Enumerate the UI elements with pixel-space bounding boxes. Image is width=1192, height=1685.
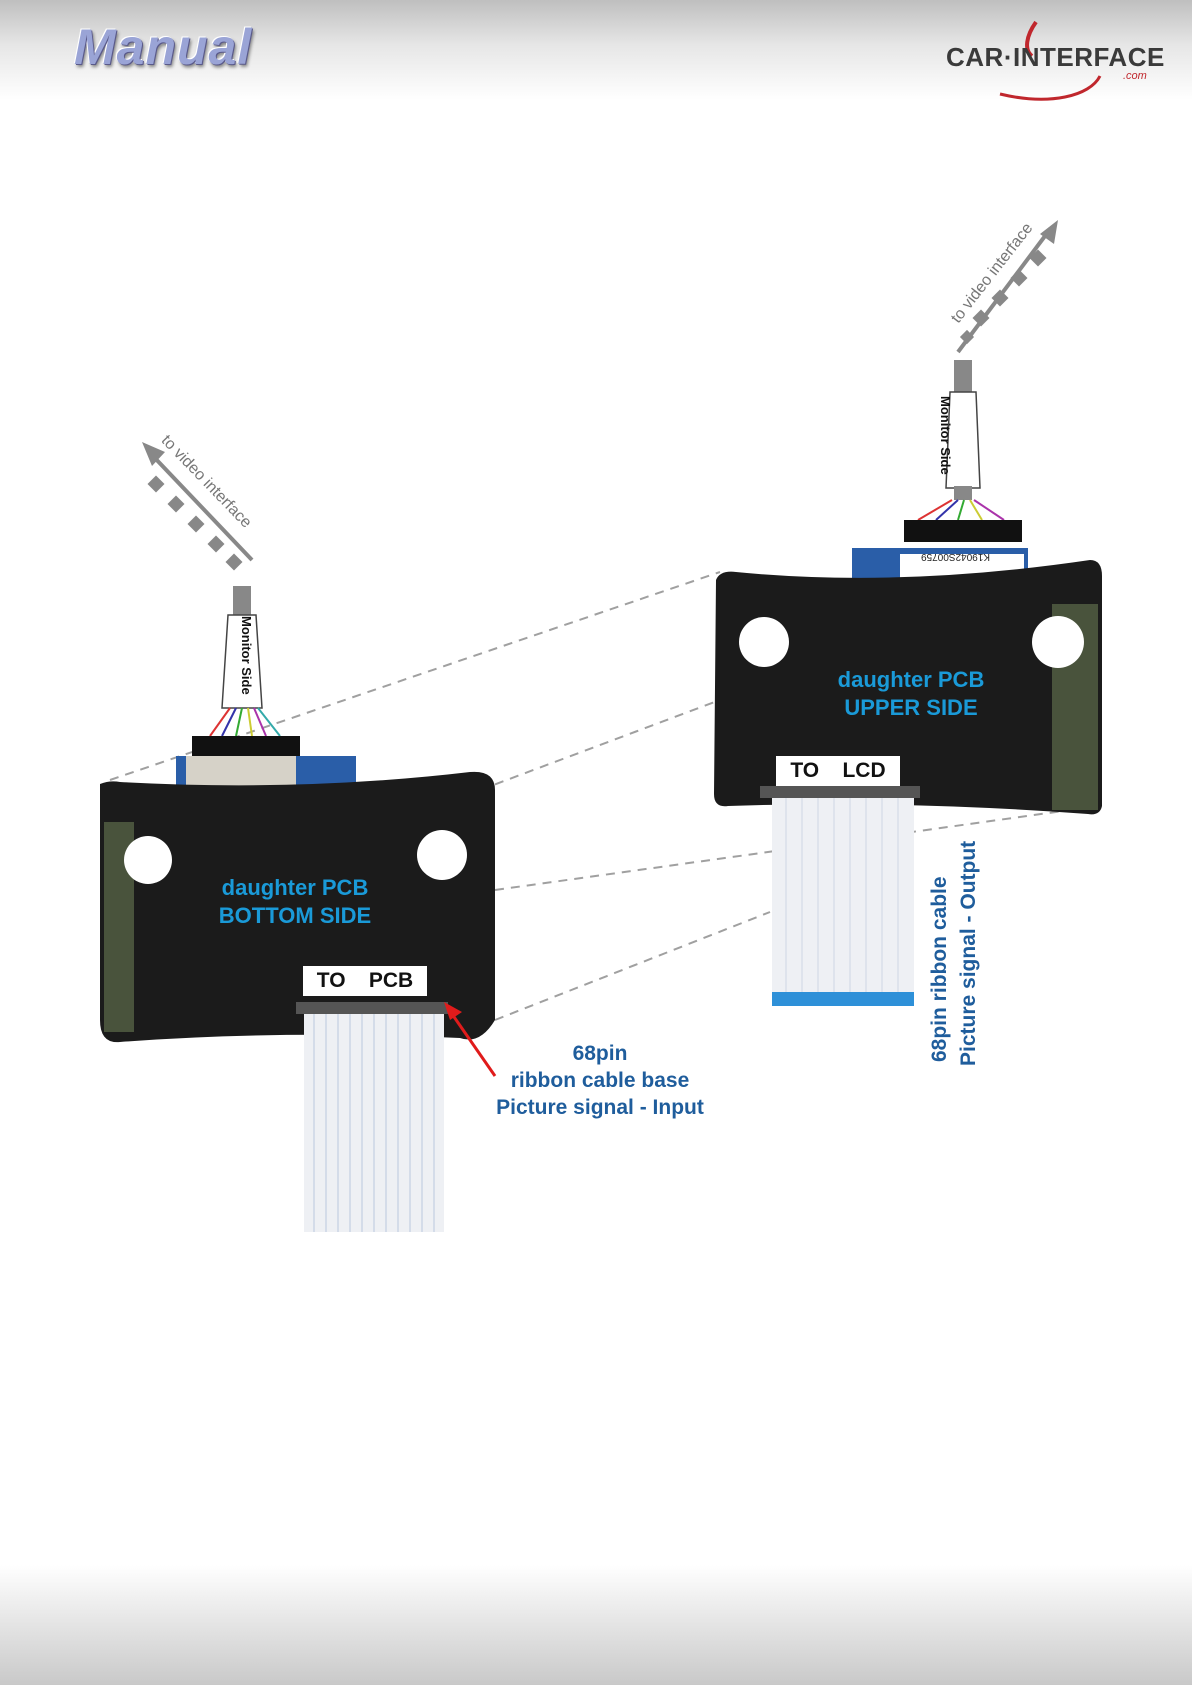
left-board-name-line2: BOTTOM SIDE	[200, 902, 390, 930]
right-board-name-line2: UPPER SIDE	[818, 694, 1004, 722]
guide-line-2	[480, 700, 720, 790]
input-annotation-line3: Picture signal - Input	[470, 1094, 730, 1121]
right-connector-tag: TO LCD	[776, 756, 900, 786]
right-board-name-line1: daughter PCB	[818, 666, 1004, 694]
right-ribbon-cable	[772, 798, 914, 1006]
input-annotation-line2: ribbon cable base	[470, 1067, 730, 1094]
left-board-name-line1: daughter PCB	[200, 874, 390, 902]
right-board-name: daughter PCB UPPER SIDE	[818, 666, 1004, 722]
left-board-name: daughter PCB BOTTOM SIDE	[200, 874, 390, 930]
output-annotation-line2: Picture signal - Output	[955, 806, 982, 1066]
left-connector-tag: TO PCB	[303, 966, 427, 996]
guide-line-4	[495, 912, 770, 1020]
output-annotation-line1: 68pin ribbon cable	[926, 812, 953, 1062]
input-annotation: 68pin ribbon cable base Picture signal -…	[470, 1040, 730, 1121]
right-cable-tag: Monitor Side	[938, 396, 953, 475]
barcode-text: K19042S00759	[921, 551, 990, 562]
right-cable	[904, 360, 1022, 542]
input-annotation-line1: 68pin	[470, 1040, 730, 1067]
left-cable-tag: Monitor Side	[239, 616, 254, 695]
left-ribbon-cable	[304, 1014, 444, 1232]
